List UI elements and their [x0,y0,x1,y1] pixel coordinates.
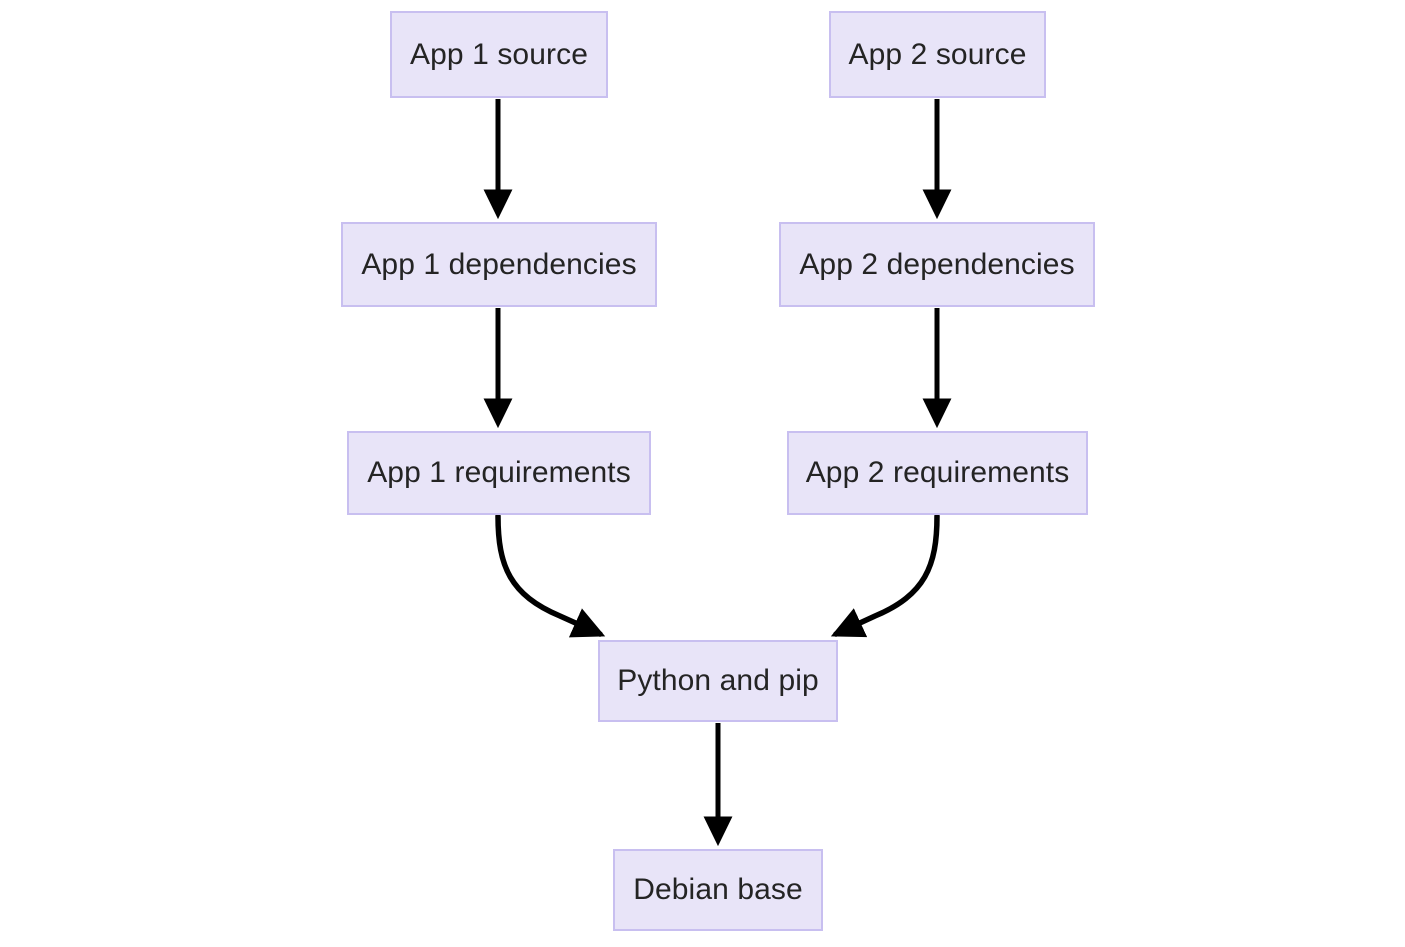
node-app1-requirements-label: App 1 requirements [367,456,631,489]
edge-app1-reqs-to-python-pip [495,513,606,638]
node-debian-base-label: Debian base [633,873,803,906]
node-app2-requirements[interactable]: App 2 requirements [787,431,1088,515]
node-python-and-pip-label: Python and pip [617,664,819,697]
node-app1-dependencies[interactable]: App 1 dependencies [341,222,657,307]
node-app1-requirements[interactable]: App 1 requirements [347,431,651,515]
node-app1-dependencies-label: App 1 dependencies [361,247,637,281]
node-app1-source[interactable]: App 1 source [390,11,608,98]
node-python-and-pip[interactable]: Python and pip [598,640,838,722]
node-app2-source[interactable]: App 2 source [829,11,1046,98]
node-app2-dependencies-label: App 2 dependencies [799,247,1075,281]
node-app2-requirements-label: App 2 requirements [805,456,1070,489]
node-debian-base[interactable]: Debian base [613,849,823,931]
edge-app2-reqs-to-python-pip [830,513,940,638]
node-app1-source-label: App 1 source [410,37,588,71]
node-app2-source-label: App 2 source [848,37,1027,71]
node-app2-dependencies[interactable]: App 2 dependencies [779,222,1095,307]
